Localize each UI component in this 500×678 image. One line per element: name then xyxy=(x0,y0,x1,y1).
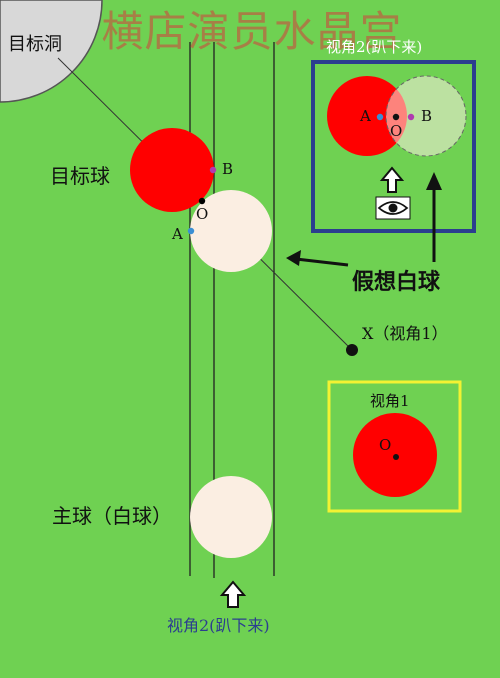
view1-title: 视角1 xyxy=(370,392,410,410)
ghost-ball-label: 假想白球 xyxy=(352,270,441,295)
view2-ghost-ball xyxy=(385,75,467,157)
target-ball-label: 目标球 xyxy=(50,164,110,188)
view2-pointer-head xyxy=(426,172,442,190)
ghost-arrow-shaft xyxy=(295,257,349,267)
view2-point-o xyxy=(392,113,400,121)
up-arrow-icon xyxy=(379,166,405,193)
label-point-o: O xyxy=(196,205,209,223)
label-point-b: B xyxy=(222,160,234,178)
view2-label-o: O xyxy=(390,122,403,140)
view1-label-o: O xyxy=(379,436,392,454)
view2-bottom-label: 视角2(趴下来) xyxy=(167,616,270,635)
target-hole-label: 目标洞 xyxy=(8,34,62,55)
ghost-arrow-head xyxy=(286,250,301,266)
view2-point-b xyxy=(407,113,415,121)
view2-point-a xyxy=(376,113,384,121)
x-point xyxy=(346,344,358,356)
point-o xyxy=(198,197,206,205)
watermark: 横店演员水晶宫 xyxy=(101,7,403,56)
ghost-ball xyxy=(190,190,272,272)
view2-title: 视角2(趴下来) xyxy=(326,38,423,56)
x-view-label: X（视角1） xyxy=(362,324,448,343)
view1-box xyxy=(327,380,462,513)
view2-label-a: A xyxy=(360,107,371,125)
point-b xyxy=(209,166,217,174)
eye-icon xyxy=(375,196,411,220)
view2-bottom-arrow-icon xyxy=(219,580,247,608)
label-point-a: A xyxy=(172,225,183,243)
cue-ball-label: 主球（白球） xyxy=(52,504,172,528)
view2-box xyxy=(311,60,476,233)
view2-label-b: B xyxy=(421,107,433,125)
view2-target-ball xyxy=(327,76,407,156)
point-a xyxy=(187,227,195,235)
cue-ball xyxy=(190,476,272,558)
view1-point-o xyxy=(393,454,399,460)
target-ball xyxy=(130,128,214,212)
